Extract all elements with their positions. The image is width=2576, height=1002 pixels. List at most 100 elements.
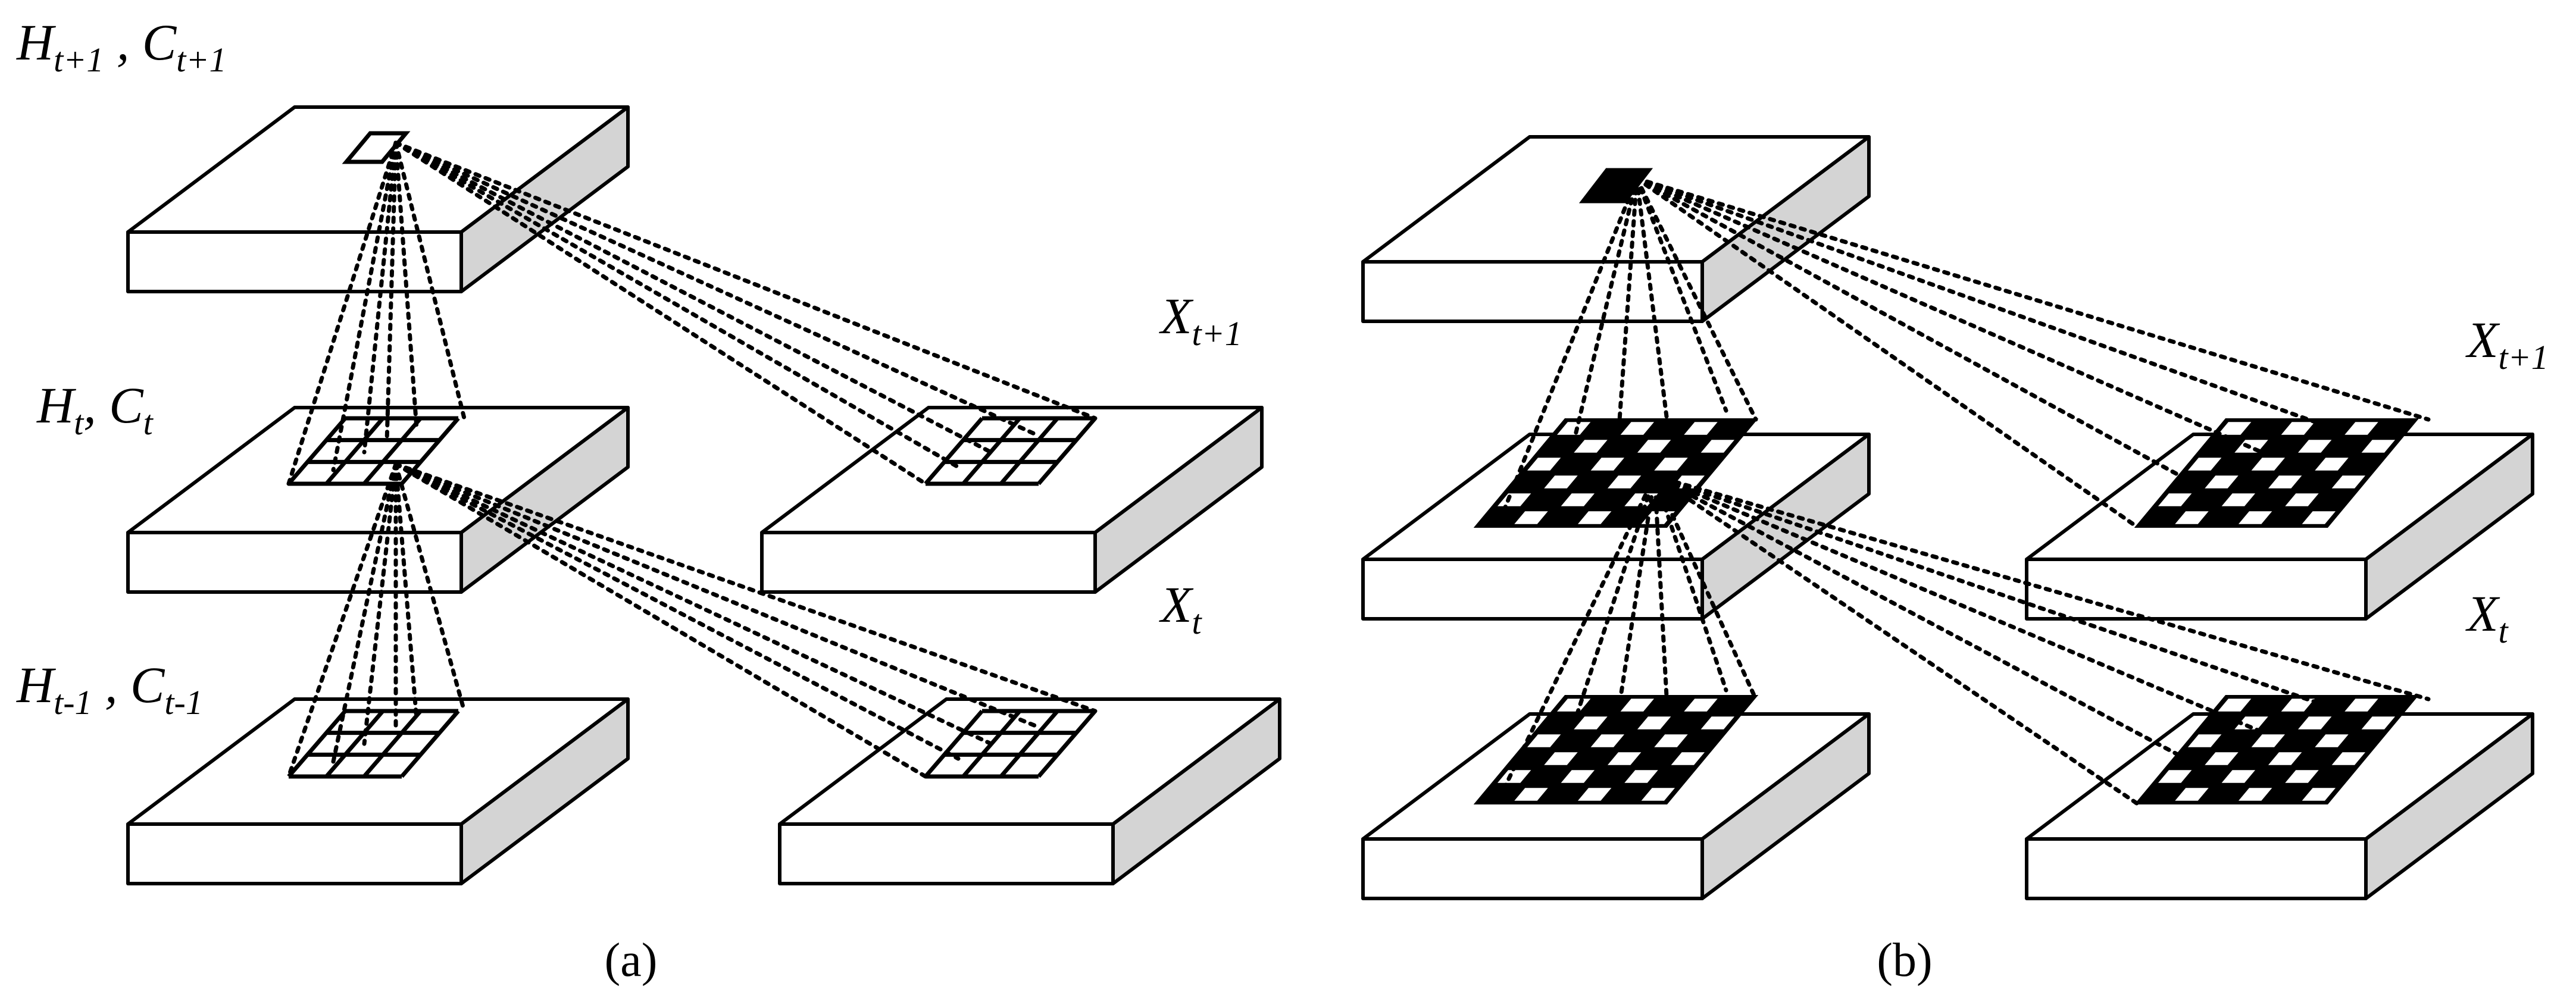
fan-b-mid-down-line-0 (1498, 474, 1657, 800)
grid-b-bot-cell (1624, 770, 1658, 783)
label-h-tm1-c-tm1: Ht-1 , Ct-1 (16, 656, 203, 722)
grid-b-x-t-cell (2205, 752, 2239, 765)
grid-b-x-t1-cell (2361, 440, 2396, 453)
grid-b-mid-cell (1514, 511, 1548, 524)
fan-a-mid-x-line-2 (393, 462, 993, 746)
grid-b-x-t-cell (2285, 770, 2319, 783)
slab-a-h-t1-side (459, 105, 630, 293)
fan-a-top-x-line-2 (393, 140, 993, 455)
fan-a-top-down-line-3 (384, 140, 398, 443)
grid-b-bot-cell (1684, 699, 1718, 712)
grid-b-bot-cell (1544, 752, 1578, 765)
grid-b-bot-cell (1514, 788, 1548, 801)
fan-a-top-x-line-3 (393, 140, 1038, 437)
grid-a-h-t-vline (400, 417, 460, 486)
fan-a-top-x-line-0 (393, 140, 928, 486)
grid-a-h-tm1-vline (400, 709, 460, 778)
slab-b-mid (1361, 433, 1871, 621)
grid-b-bot-cell (1590, 734, 1625, 747)
grid-b-x-t-cell (2297, 716, 2332, 729)
grid-b-x-t1-cell (2297, 440, 2332, 453)
grid-b-mid-cell (1561, 493, 1595, 506)
grid-b-x-t1-cell (2158, 493, 2192, 506)
grid-b-x-t1-cell (2268, 475, 2302, 489)
grid-b-x-t-cell (2187, 734, 2222, 747)
grid-a-x-t-vline (1037, 709, 1097, 778)
fan-b-mid-down-line-5 (1652, 474, 1758, 702)
fan-b-mid-x-line-3 (1652, 474, 2336, 710)
fan-b-mid-down-line-2 (1617, 474, 1657, 710)
grid-b-x-t1-cell (2344, 422, 2378, 435)
grid-b-bot-cell (1637, 716, 1671, 729)
fan-a-top-down-line-1 (331, 140, 398, 472)
grid-b-x-t1-cell (2238, 511, 2272, 524)
slab-b-x-t-side (2364, 712, 2534, 900)
grid-b-x-t1-cell (2285, 493, 2319, 506)
fan-a-mid-down-line-4 (393, 462, 419, 722)
grid-b-mid-cell (1654, 458, 1688, 471)
grid-b-bot-base (1473, 695, 1759, 804)
grid-b-x-t1-cell (2187, 458, 2222, 471)
grid-b-x-t-cell (2221, 770, 2256, 783)
fan-b-mid-down-line-1 (1569, 474, 1657, 734)
grid-a-h-t-vline (287, 417, 347, 486)
grid-b-x-t1 (2134, 418, 2419, 528)
fan-a-top-down-line-0 (286, 140, 398, 486)
slab-a-x-t (778, 697, 1281, 885)
slab-b-mid-side (1700, 433, 1871, 621)
fan-a-top-down-line-2 (362, 140, 398, 455)
grid-b-mid-cell (1590, 458, 1625, 471)
label-h-t-c-t: Ht, Ct (36, 377, 154, 442)
fan-b-top-x-line-3 (1634, 176, 2336, 431)
grid-b-x-t-cell (2238, 788, 2272, 801)
grid-b-x-t-cell (2344, 699, 2378, 712)
fan-b-top-down-line-2 (1617, 176, 1639, 431)
patch-b-top (1578, 168, 1653, 203)
grid-b-bot-cell (1654, 734, 1688, 747)
grid-b-mid-cell (1637, 440, 1671, 453)
fan-b-top-down-line-5 (1634, 176, 1758, 422)
grid-b-mid-cell (1684, 422, 1718, 435)
kernel-grids (287, 131, 2419, 804)
grid-b-bot-cell (1671, 752, 1705, 765)
grid-b-x-t-cell (2281, 699, 2315, 712)
slab-a-h-t-side (459, 406, 630, 594)
grid-b-x-t1-cell (2251, 458, 2286, 471)
grid-b-x-t-cell (2158, 770, 2192, 783)
grid-a-x-t1-vline (999, 417, 1059, 486)
fan-b-top-down-line-0 (1498, 176, 1639, 523)
grid-a-h-tm1-vline (362, 709, 423, 778)
fan-b-top-down-line-4 (1634, 176, 1728, 413)
grid-b-bot-cell (1577, 788, 1612, 801)
slab-b-top-front (1361, 260, 1704, 323)
fan-a-top-down-line-5 (393, 140, 467, 421)
grid-b-mid-cell (1620, 422, 1655, 435)
grid-b-mid-cell (1607, 475, 1642, 489)
label-a-x-t: Xt (1159, 576, 1203, 641)
grid-b-bot-cell (1641, 788, 1675, 801)
fan-b-top-down-line-3 (1634, 176, 1669, 419)
slab-a-x-t1-side (1093, 406, 1264, 594)
slab-a-h-tm1 (126, 697, 630, 885)
grid-a-h-t (287, 416, 460, 486)
label-b-x-t1: Xt+1 (2465, 311, 2549, 377)
slab-a-x-t-side (1111, 697, 1281, 885)
grid-b-x-t-cell (2331, 752, 2366, 765)
slab-a-h-tm1-side (459, 697, 630, 885)
grid-b-bot-cell (1497, 770, 1531, 783)
grid-b-x-t-cell (2268, 752, 2302, 765)
fan-b-top-down-line-1 (1569, 176, 1639, 455)
grid-b-x-t (2134, 695, 2419, 804)
grid-b-x-t1-base (2134, 418, 2419, 528)
fan-b-top-x-line-0 (1634, 176, 2139, 529)
grid-a-x-t-vline (924, 709, 984, 778)
slab-a-h-tm1-front (126, 822, 463, 885)
grid-b-mid-cell (1544, 475, 1578, 489)
grid-b-mid-cell (1577, 511, 1612, 524)
grid-b-x-t1-cell (2315, 458, 2349, 471)
fan-b-mid-down-line-4 (1652, 474, 1728, 693)
grid-b-x-t1-cell (2281, 422, 2315, 435)
fan-a-mid-x-line-4 (393, 462, 1098, 713)
fan-a-top-down-line-4 (393, 140, 419, 431)
